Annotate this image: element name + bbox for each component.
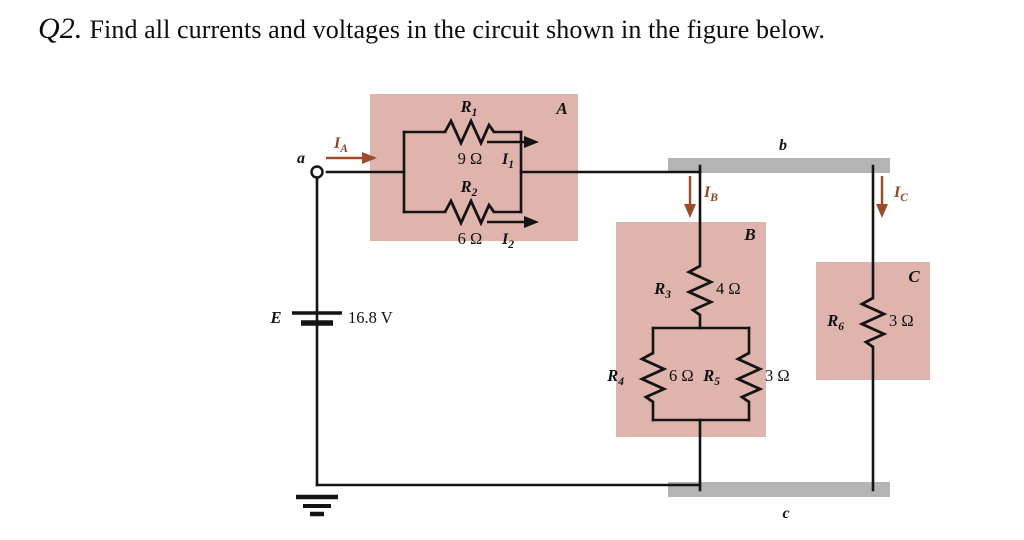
current-i1-arrow-head bbox=[524, 136, 539, 148]
current-ia-arrow-head bbox=[362, 152, 377, 164]
current-ib-arrow-head bbox=[684, 204, 696, 218]
resistor-r3-label: R3 bbox=[653, 279, 671, 301]
resistor-r6-value: 3 Ω bbox=[889, 311, 914, 330]
resistor-r4-symbol bbox=[638, 351, 668, 404]
block-a-label: A bbox=[555, 99, 567, 118]
bus-bar-b bbox=[668, 158, 890, 173]
question-number: Q2. bbox=[38, 12, 83, 45]
resistor-r2-value: 6 Ω bbox=[458, 229, 483, 248]
source-value-label: 16.8 V bbox=[348, 308, 393, 327]
resistor-r2-symbol bbox=[443, 197, 496, 227]
terminal-a-label: a bbox=[297, 150, 305, 167]
current-ib-label: IB bbox=[703, 184, 718, 204]
current-ic-arrow-head bbox=[876, 204, 888, 218]
current-i1-label: I1 bbox=[501, 151, 514, 171]
resistor-r5-value: 3 Ω bbox=[765, 366, 790, 385]
current-i2-label: I2 bbox=[501, 231, 514, 251]
bus-bar-c bbox=[668, 482, 890, 497]
block-b-label: B bbox=[743, 225, 755, 244]
resistor-r1-value: 9 Ω bbox=[458, 149, 483, 168]
resistor-r1-symbol bbox=[443, 117, 496, 147]
current-ic-label: IC bbox=[893, 184, 908, 204]
resistor-r4-value: 6 Ω bbox=[669, 366, 694, 385]
resistor-r3-symbol bbox=[685, 264, 715, 317]
question-text: Find all currents and voltages in the ci… bbox=[89, 15, 825, 44]
source-symbol-label: E bbox=[269, 308, 281, 327]
resistor-r4-label: R4 bbox=[606, 366, 624, 388]
resistor-r6-symbol bbox=[858, 296, 888, 349]
terminal-b-label: b bbox=[779, 137, 787, 154]
resistor-r3-value: 4 Ω bbox=[716, 279, 741, 298]
resistor-r2-label: R2 bbox=[460, 177, 478, 199]
circuit-figure: R1 9 Ω R2 6 Ω A I1 I2 a bbox=[0, 70, 1024, 540]
resistor-r5-label: R5 bbox=[702, 366, 720, 388]
block-c-label: C bbox=[908, 267, 920, 286]
terminal-c-label: c bbox=[782, 505, 789, 522]
block-b-shading bbox=[616, 222, 766, 437]
resistor-r1-label: R1 bbox=[460, 97, 478, 119]
resistor-r5-symbol bbox=[734, 351, 764, 404]
current-i2-arrow-head bbox=[524, 216, 539, 228]
question-prompt: Q2.Find all currents and voltages in the… bbox=[38, 12, 825, 46]
terminal-a-circle bbox=[310, 165, 324, 179]
resistor-r6-label: R6 bbox=[826, 311, 844, 333]
current-ia-label: IA bbox=[333, 135, 348, 155]
